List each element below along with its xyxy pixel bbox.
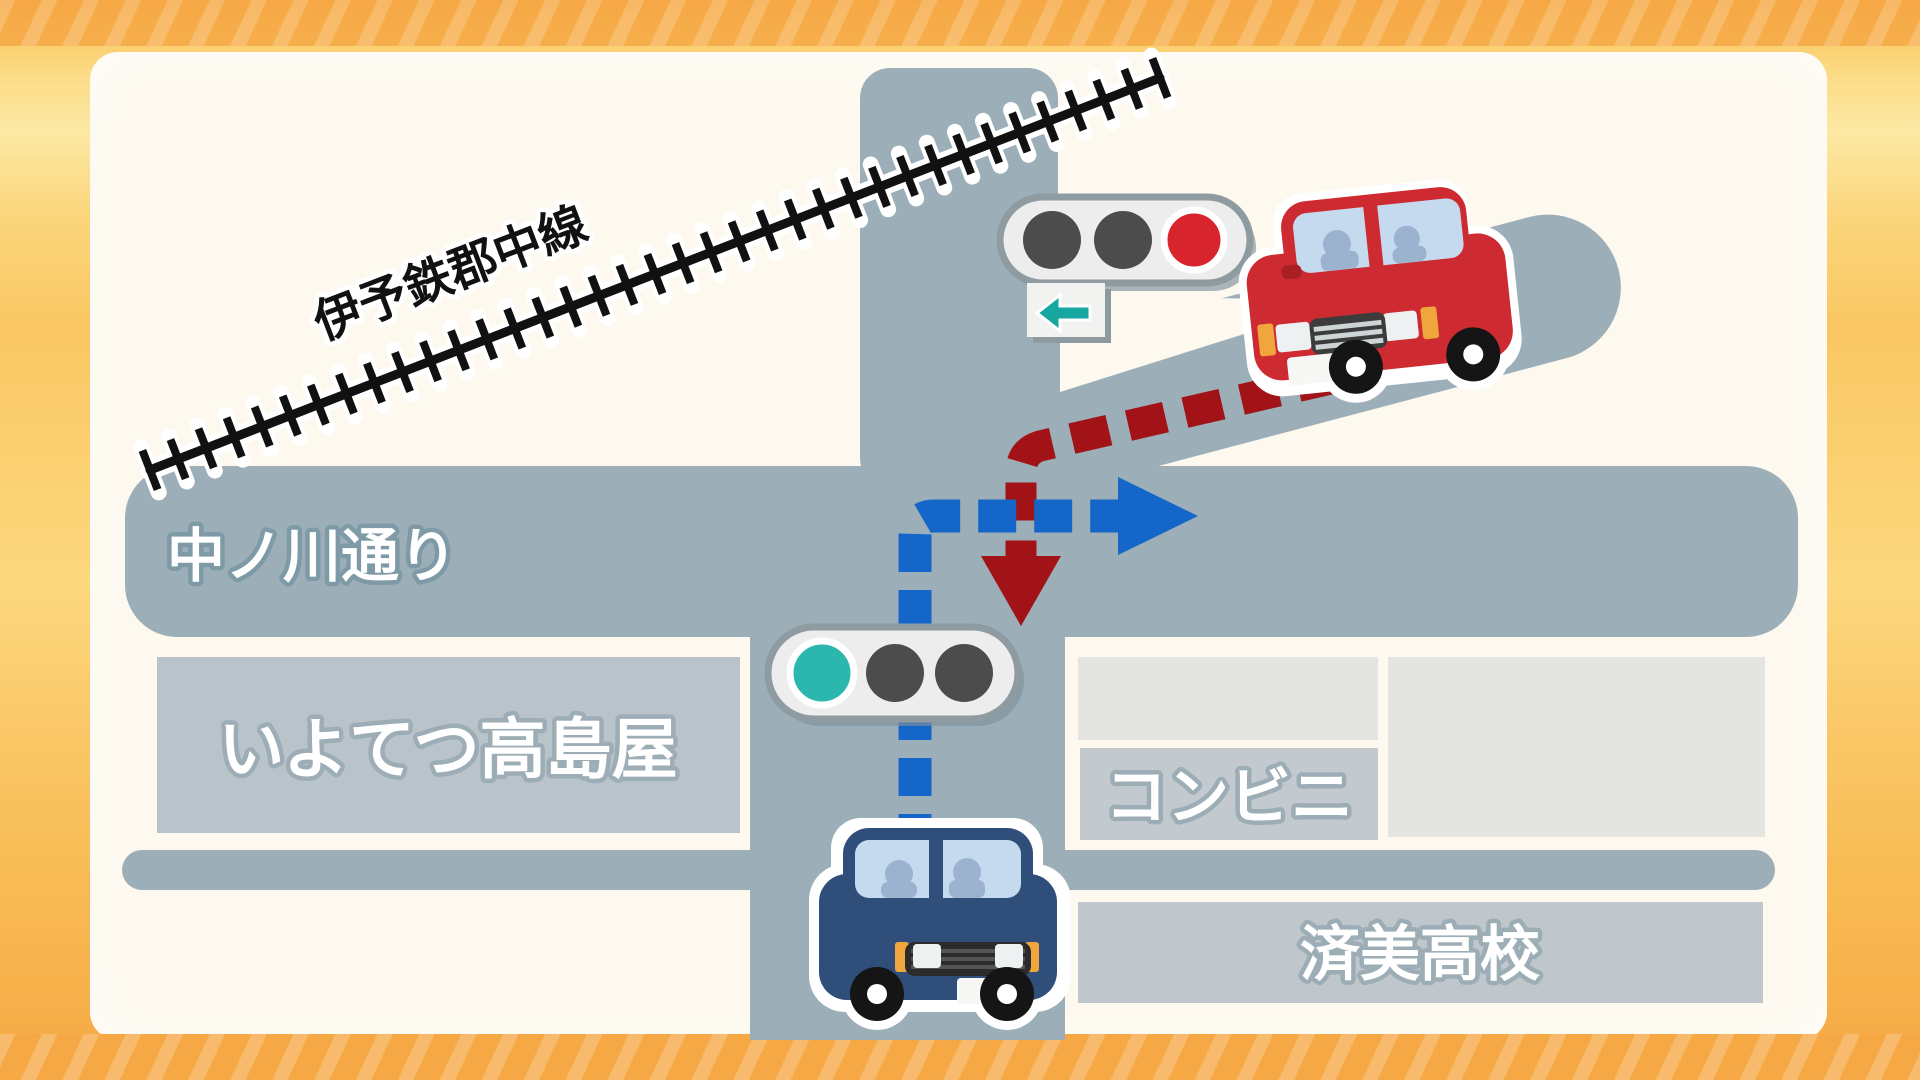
signal-light-off [935, 644, 993, 702]
railway-tie [1148, 56, 1172, 100]
railway-tie [896, 154, 919, 198]
railway-tie [924, 144, 947, 187]
signal-light-green-lit [786, 637, 858, 709]
railway-tie [1036, 100, 1060, 143]
north-traffic-signal [996, 193, 1256, 343]
left-arrow-icon [1034, 291, 1092, 335]
railway-tie [250, 405, 274, 448]
railway-tie [278, 394, 302, 437]
railway-tie [699, 231, 723, 274]
railway-tie [335, 372, 358, 415]
signal-light-red-lit [1160, 206, 1228, 274]
building-takashimaya [157, 657, 740, 833]
main-road-label: 中ノ川通り [167, 524, 457, 589]
takashimaya-label: いよてつ高島屋 [218, 712, 677, 786]
red-car-mirror [1281, 264, 1302, 280]
building-right-block [1388, 657, 1765, 837]
railway-tie [812, 187, 835, 230]
railway-tie [194, 427, 218, 470]
building-konbini [1080, 748, 1378, 840]
saibi-label: 済美高校 [1300, 921, 1540, 988]
red-car-path [981, 336, 1452, 626]
railway-tie [1120, 67, 1144, 110]
building-saibi-high-school [1078, 902, 1763, 1003]
railway-tie [166, 438, 190, 481]
railway-tie [419, 340, 442, 383]
railway-tie [727, 220, 751, 263]
railway-tie [783, 198, 807, 241]
road-main-horizontal [125, 466, 1798, 637]
blue-path-arrowhead-right [1118, 477, 1198, 555]
railway-tie [307, 383, 330, 426]
buildings [157, 657, 1765, 1003]
railway-tie [363, 361, 386, 404]
signal-light-off [1094, 211, 1152, 269]
railway-tie [222, 416, 246, 459]
south-traffic-signal [764, 623, 1024, 726]
railway-tie [391, 350, 414, 394]
railway-tie [952, 133, 975, 176]
railway-tie [587, 274, 611, 317]
railway-tie [755, 209, 779, 252]
blue-car [809, 818, 1071, 1030]
red-path-arrowhead-down [981, 556, 1061, 626]
building-small-upper [1078, 657, 1378, 740]
blue-car-path [898, 477, 1198, 852]
red-car [1238, 179, 1522, 403]
signal-light-off [1023, 211, 1081, 269]
railway-tie [980, 122, 1003, 165]
railway-tie [671, 242, 695, 285]
railway-tie [503, 307, 527, 350]
railway-tie [1064, 89, 1088, 132]
railway-tie [868, 165, 891, 208]
konbini-label: コンビニ [1105, 763, 1353, 832]
railway-tie [531, 296, 555, 339]
left-arrow-sign [1027, 283, 1111, 343]
railway-tie [615, 263, 639, 306]
railway-tie [1008, 111, 1032, 154]
railway-tie [447, 329, 470, 372]
railway-tie [138, 448, 162, 492]
signal-light-off [866, 644, 924, 702]
railway-tie [840, 176, 863, 219]
railway-tie [475, 318, 498, 361]
railway-tie [643, 252, 667, 296]
railway-tie [1092, 78, 1116, 121]
railway-line [133, 47, 1177, 501]
railway-tie [559, 285, 583, 328]
